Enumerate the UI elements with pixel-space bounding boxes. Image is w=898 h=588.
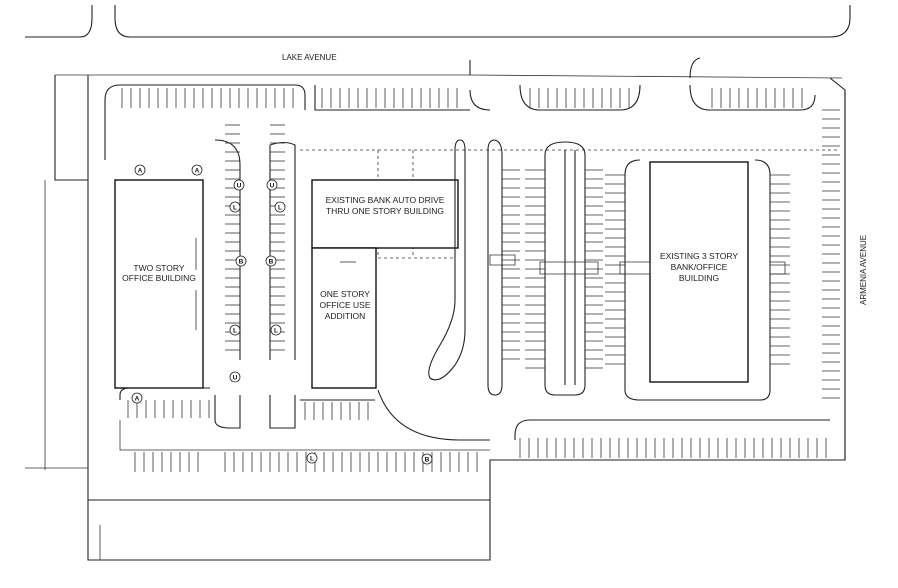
svg-text:L: L [278,205,282,212]
south-drive-edge [119,420,490,451]
existing-building-islands [624,159,771,401]
svg-text:A: A [195,168,200,175]
parking-stalls [121,88,840,472]
left-aisle-island [214,139,296,360]
bank-drive-label-1: EXISTING BANK AUTO DRIVE [326,195,445,205]
island-2 [487,139,503,396]
armenia-avenue-label: ARMENIA AVENUE [859,235,868,305]
marker-b-2: B [265,255,277,267]
south-parking [119,387,830,440]
north-parking-left [104,84,491,160]
marker-a-2: A [191,164,203,176]
svg-text:L: L [274,328,278,335]
marker-b-3: B [421,453,433,465]
crossing-2 [539,261,599,275]
svg-text:U: U [270,183,275,190]
existing-building-label-1: EXISTING 3 STORY [660,251,738,261]
svg-text:U: U [233,375,238,382]
west-line [25,180,88,470]
existing-three-story-building [649,161,749,383]
addition-label-3: ADDITION [325,311,366,321]
west-lot-line [54,75,88,181]
marker-a-1: A [134,164,146,176]
crossing-4 [769,261,786,275]
bank-auto-drive-building [311,179,459,249]
crossing-1 [489,254,516,266]
marker-u-1: U [233,179,245,191]
addition-label-1: ONE STORY [320,289,370,299]
two-story-label-2: OFFICE BUILDING [122,273,196,283]
south-parcel [87,500,491,561]
two-story-label-1: TWO STORY [133,263,184,273]
existing-building-label-2: BANK/OFFICE [671,262,728,272]
lake-avenue-label: LAKE AVENUE [282,53,337,62]
marker-b-1: B [235,255,247,267]
north-parking-center [519,84,641,111]
lake-avenue-curb [25,5,851,38]
existing-building-label-3: BUILDING [679,273,719,283]
svg-text:A: A [135,396,140,403]
bank-drive-label-2: THRU ONE STORY BUILDING [326,206,444,216]
svg-text:B: B [239,259,244,266]
svg-text:L: L [310,456,314,463]
crossing-3 [619,261,651,275]
two-story-office-building [114,179,204,389]
north-parking-right [689,84,816,111]
marker-u-3: U [229,371,241,383]
svg-text:L: L [233,328,237,335]
marker-l-1: L [229,201,241,213]
marker-u-2: U [266,179,278,191]
marker-a-3: A [131,392,143,404]
marker-l-3: L [229,324,241,336]
island-1 [428,139,466,381]
svg-text:U: U [237,183,242,190]
left-island-lower [214,395,296,429]
addition-label-2: OFFICE USE [319,300,370,310]
svg-text:B: B [269,259,274,266]
one-story-addition [311,247,377,389]
curved-drive [377,389,490,441]
island-3 [544,141,586,396]
island-3-spine [564,150,576,385]
svg-text:A: A [138,168,143,175]
svg-text:L: L [233,205,237,212]
marker-l-5: L [306,452,318,464]
svg-text:B: B [425,457,430,464]
marker-l-2: L [274,201,286,213]
lake-avenue-row-line [55,74,843,79]
marker-l-4: L [270,324,282,336]
